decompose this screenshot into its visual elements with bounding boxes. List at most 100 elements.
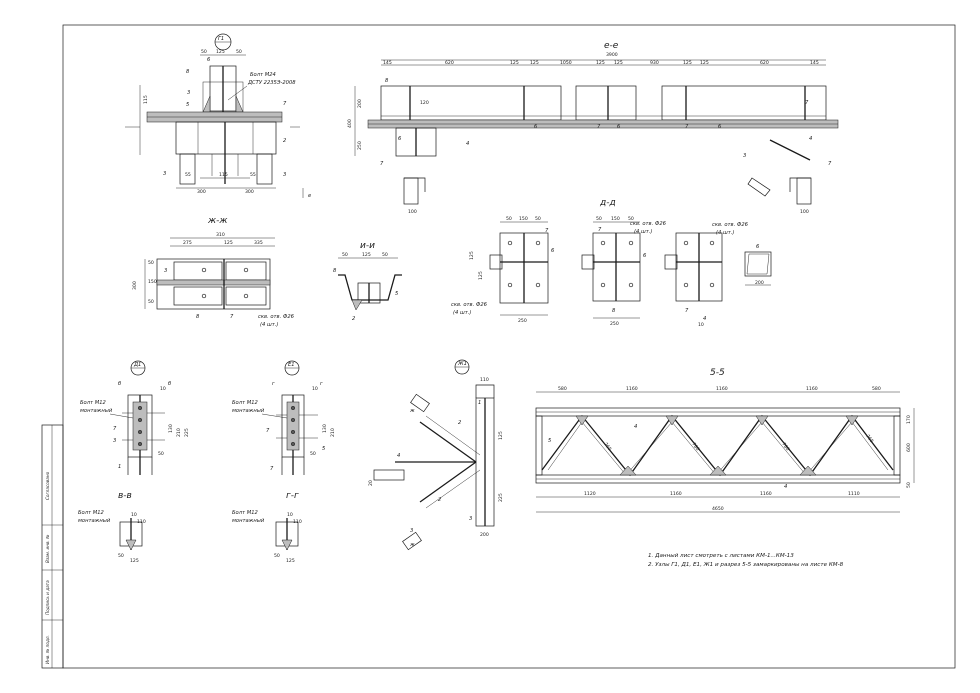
svg-text:50: 50 [596, 216, 602, 222]
view-d1: Д1 Болт М12 монтажный б б 7 3 1 10 130 2… [80, 360, 190, 475]
side-stamp: Согласовано Взам. инв. № Подпись и дата … [41, 424, 64, 669]
view-g1: Г1 50 125 50 55 115 55 300 300 6 [125, 33, 311, 199]
view-vv: в-в Болт М12 монтажный 10 110 50 125 [78, 491, 146, 564]
svg-text:б: б [118, 381, 122, 387]
svg-text:5: 5 [548, 438, 552, 444]
svg-text:1110: 1110 [848, 491, 860, 497]
bolt-m12-note-e1: Болт М12 [232, 400, 258, 406]
svg-text:150: 150 [611, 216, 620, 222]
svg-text:1160: 1160 [806, 386, 818, 392]
svg-text:3: 3 [113, 438, 116, 444]
svg-text:115: 115 [219, 172, 228, 178]
svg-text:монтажный: монтажный [78, 518, 111, 524]
svg-text:50: 50 [535, 216, 541, 222]
svg-text:300: 300 [132, 281, 138, 290]
svg-text:125: 125 [286, 558, 295, 564]
svg-text:210: 210 [330, 428, 336, 437]
svg-text:4: 4 [809, 136, 812, 142]
svg-text:110: 110 [293, 519, 302, 525]
svg-text:7: 7 [828, 161, 832, 167]
svg-text:6: 6 [718, 124, 722, 130]
svg-text:125: 125 [498, 431, 504, 440]
stamp-inv-no: Инв. № подл. [45, 635, 50, 664]
svg-text:(4 шт.): (4 шт.) [716, 230, 734, 236]
svg-text:125: 125 [224, 240, 233, 246]
svg-text:125: 125 [510, 60, 519, 66]
bolt-standard-note: ДСТУ 2235Э-2008 [247, 80, 296, 86]
svg-text:170: 170 [906, 415, 912, 424]
view-zh1-title: Ж1 [457, 361, 467, 367]
view-ii: и-и 50 125 50 8 5 2 [333, 241, 402, 322]
svg-text:8: 8 [186, 69, 190, 75]
svg-text:1160: 1160 [716, 386, 728, 392]
svg-text:2: 2 [438, 497, 441, 503]
view-vv-title: в-в [118, 491, 132, 501]
svg-text:8: 8 [385, 78, 389, 84]
svg-text:150: 150 [519, 216, 528, 222]
svg-text:7: 7 [805, 100, 809, 106]
view-dd-title: д-д [599, 198, 616, 208]
stamp-agreed: Согласовано [45, 471, 50, 500]
svg-text:3: 3 [410, 528, 413, 534]
cut-mark-e: е [308, 193, 311, 199]
svg-text:10: 10 [131, 512, 137, 518]
svg-text:130: 130 [322, 424, 328, 433]
stamp-replaces: Взам. инв. № [45, 534, 50, 563]
general-notes: 1. Данный лист смотреть с листами КМ-1..… [648, 553, 844, 568]
svg-text:6: 6 [551, 248, 555, 254]
svg-text:4: 4 [397, 453, 400, 459]
view-s55: 5-5 580 1160 1160 1160 580 1120 1160 116… [535, 368, 915, 513]
svg-text:125: 125 [530, 60, 539, 66]
svg-text:250: 250 [357, 141, 363, 150]
svg-text:930: 930 [650, 60, 659, 66]
svg-text:10: 10 [312, 386, 318, 392]
view-gg: г-г Болт М12 монтажный 10 110 50 125 [232, 491, 302, 564]
view-s55-title: 5-5 [710, 368, 725, 378]
svg-text:125: 125 [362, 252, 371, 258]
svg-text:620: 620 [760, 60, 769, 66]
svg-text:1160: 1160 [626, 386, 638, 392]
svg-text:7: 7 [380, 161, 384, 167]
svg-text:125: 125 [614, 60, 623, 66]
view-ee: е-е 145 620 125 125 1050 125 125 930 125… [347, 41, 839, 215]
svg-text:50: 50 [274, 553, 280, 559]
svg-text:150: 150 [148, 279, 157, 285]
svg-text:7: 7 [685, 308, 689, 314]
svg-text:110: 110 [137, 519, 146, 525]
svg-text:120: 120 [420, 100, 429, 106]
svg-text:г: г [272, 381, 275, 387]
svg-text:7: 7 [545, 228, 549, 234]
svg-text:50: 50 [118, 553, 124, 559]
svg-text:125: 125 [596, 60, 605, 66]
view-d1-title: Д1 [133, 362, 141, 368]
svg-text:200: 200 [357, 99, 363, 108]
svg-text:100: 100 [408, 209, 417, 215]
svg-text:275: 275 [183, 240, 192, 246]
svg-text:145: 145 [810, 60, 819, 66]
svg-text:10: 10 [698, 322, 704, 328]
svg-text:765: 765 [864, 434, 874, 445]
svg-text:6: 6 [534, 124, 538, 130]
svg-text:7: 7 [283, 101, 287, 107]
svg-text:50: 50 [628, 216, 634, 222]
svg-text:4: 4 [703, 316, 706, 322]
svg-text:250: 250 [518, 318, 527, 324]
bolt-m12-note-vv: Болт М12 [78, 510, 104, 516]
svg-text:6: 6 [756, 244, 760, 250]
svg-text:1: 1 [478, 400, 481, 406]
svg-text:765: 765 [602, 442, 612, 453]
svg-text:400: 400 [347, 119, 353, 128]
svg-text:110: 110 [480, 377, 489, 383]
svg-text:3: 3 [187, 90, 190, 96]
view-zh1: Ж1 110 125 225 200 20 ж ж 2 4 2 3 1 3 [368, 359, 504, 551]
svg-text:7: 7 [230, 314, 234, 320]
svg-text:8: 8 [333, 268, 337, 274]
svg-text:225: 225 [498, 493, 504, 502]
svg-text:335: 335 [254, 240, 263, 246]
sheet-frame [62, 24, 956, 669]
svg-text:3900: 3900 [606, 52, 618, 58]
svg-text:10: 10 [160, 386, 166, 392]
view-g1-title: Г1 [218, 36, 224, 42]
svg-text:55: 55 [185, 172, 191, 178]
svg-text:50: 50 [342, 252, 348, 258]
